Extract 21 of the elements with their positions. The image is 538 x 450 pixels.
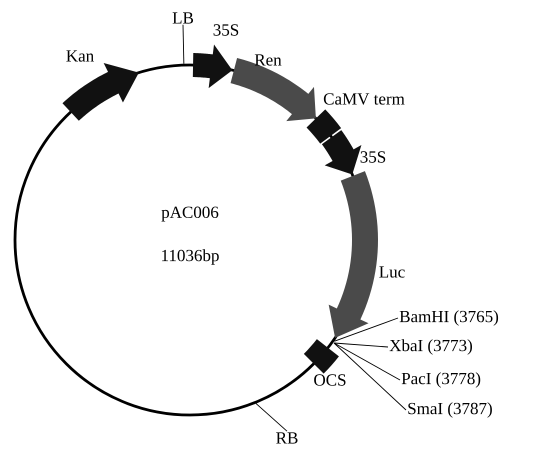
leader-line (334, 342, 406, 410)
site-label: RB (276, 432, 298, 444)
leader-line (334, 342, 400, 380)
site-label: XbaI (3773) (390, 339, 472, 355)
gene-label: 35S (360, 151, 386, 163)
leader-line (182, 24, 184, 64)
leader-line (334, 318, 398, 342)
gene-label: Luc (379, 266, 405, 278)
leader-line (256, 403, 288, 432)
site-label: BamHI (3765) (400, 310, 498, 326)
site-label: SmaI (3787) (408, 402, 492, 418)
site-label: LB (172, 12, 194, 24)
gene-label: OCS (314, 374, 346, 386)
plasmid-label: pAC006 (161, 206, 218, 222)
gene-label: Ren (254, 54, 282, 66)
plasmid-label: 11036bp (162, 249, 219, 265)
gene-label: Kan (66, 50, 94, 62)
gene-label: 35S (214, 24, 238, 36)
leader-line (334, 342, 388, 348)
site-label: PacI (3778) (402, 372, 480, 388)
gene-label: CaMV term (324, 93, 405, 105)
